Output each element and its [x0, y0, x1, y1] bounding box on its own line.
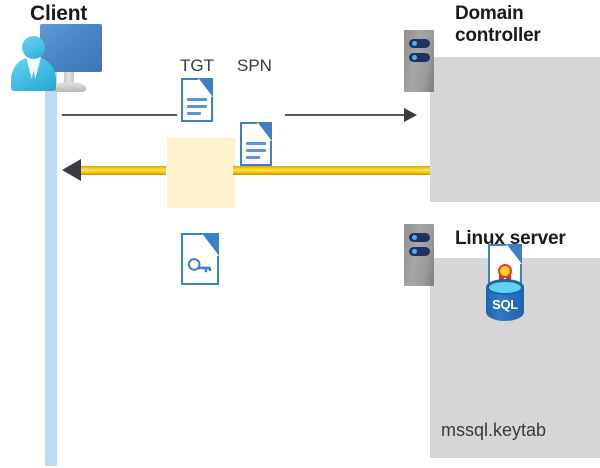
linux-server-server-icon	[404, 224, 434, 286]
database-cylinder-top-inner	[489, 282, 521, 293]
client-icon	[8, 24, 108, 99]
domain-controller-panel	[430, 57, 600, 202]
spn-label: SPN	[237, 56, 272, 75]
tgt-document-icon	[181, 78, 213, 122]
server-bar-bottom	[409, 247, 430, 256]
server-led-bottom	[412, 249, 417, 254]
document-text-lines	[186, 98, 208, 119]
client-lifeline	[45, 62, 57, 466]
document-line	[245, 156, 261, 160]
server-bar-top	[409, 233, 430, 242]
response-arrow-segment-right	[233, 166, 430, 175]
response-arrowhead-icon	[62, 159, 81, 181]
server-led-top	[412, 41, 417, 46]
document-line	[186, 98, 208, 102]
seal-circle	[498, 264, 512, 279]
sql-label: SQL	[492, 297, 518, 312]
document-line	[186, 105, 208, 109]
server-bar-bottom	[409, 53, 430, 62]
document-text-lines	[245, 142, 267, 163]
monitor-base-icon	[52, 82, 86, 92]
document-line	[245, 149, 267, 153]
server-led-top	[412, 235, 417, 240]
document-line	[245, 142, 267, 146]
monitor-neck-icon	[64, 72, 74, 84]
spn-document-icon	[240, 122, 272, 166]
user-head-icon	[22, 36, 45, 59]
response-arrow-segment-left	[79, 166, 166, 175]
tgt-label: TGT	[180, 56, 214, 75]
key-icon	[187, 257, 212, 273]
domain-controller-title: Domain controller	[455, 3, 541, 47]
key-document-icon	[181, 233, 219, 285]
client-title: Client	[30, 2, 88, 25]
server-led-bottom	[412, 55, 417, 60]
request-arrow-segment-right	[285, 114, 413, 116]
server-bar-top	[409, 39, 430, 48]
document-line	[186, 112, 202, 116]
request-arrowhead-icon	[404, 108, 417, 122]
keytab-filename-label: mssql.keytab	[441, 420, 547, 440]
database-cylinder-top	[486, 279, 524, 295]
ticket-highlight-band	[167, 138, 235, 208]
domain-controller-server-icon	[404, 30, 434, 92]
linux-server-title: Linux server	[455, 228, 566, 249]
sql-database-icon: SQL	[486, 279, 524, 327]
request-arrow-segment-left	[62, 114, 177, 116]
